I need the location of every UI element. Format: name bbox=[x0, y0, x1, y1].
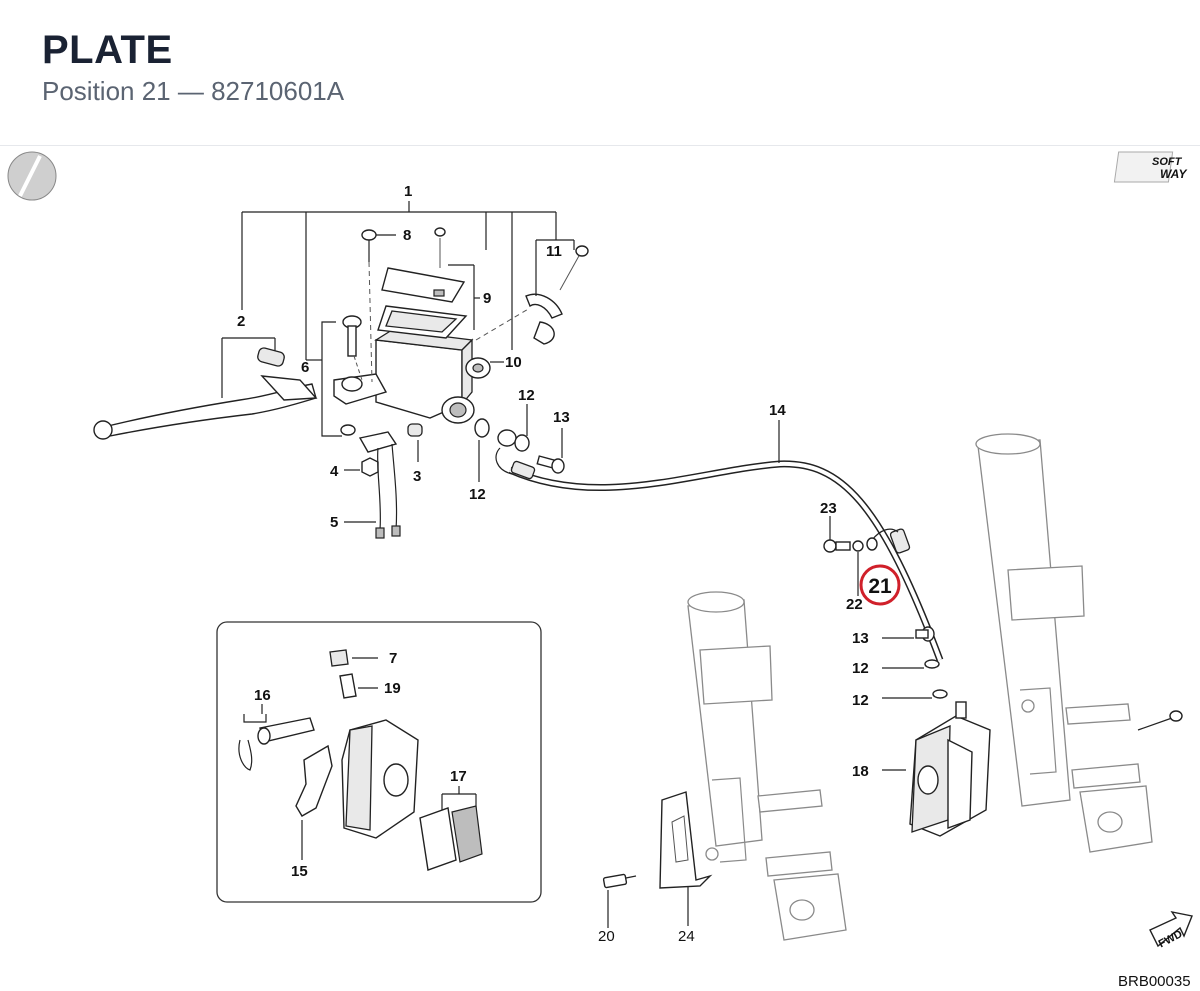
callout-2: 2 bbox=[237, 313, 245, 330]
callout-3: 3 bbox=[413, 468, 421, 485]
inset-caliper-detail bbox=[216, 621, 542, 903]
callout-7: 7 bbox=[389, 650, 397, 667]
callout-12-d: 12 bbox=[852, 692, 869, 709]
callout-17: 17 bbox=[450, 768, 467, 785]
caliper-bracket bbox=[602, 791, 713, 928]
brake-caliper bbox=[882, 701, 991, 837]
callout-11: 11 bbox=[546, 243, 562, 260]
reference-code: BRB00035 bbox=[1118, 973, 1191, 990]
fork-bolt bbox=[1137, 710, 1183, 731]
parts-diagram: SOFT WAY bbox=[7, 151, 1193, 990]
callout-10: 10 bbox=[505, 354, 522, 371]
callout-12-c: 12 bbox=[852, 660, 869, 677]
callout-20: 20 bbox=[598, 928, 615, 945]
header-divider bbox=[0, 145, 1200, 146]
softway-logo: SOFT WAY bbox=[1113, 151, 1187, 183]
callout-labels: 1 2 3 4 5 6 7 8 9 10 11 12 12 12 12 13 1… bbox=[237, 183, 869, 945]
callout-13-a: 13 bbox=[553, 409, 570, 426]
callout-14: 14 bbox=[769, 402, 786, 419]
callout-6: 6 bbox=[301, 359, 309, 376]
highlight-label: 21 bbox=[868, 575, 892, 598]
fork-right bbox=[975, 433, 1153, 853]
callout-23: 23 bbox=[820, 500, 837, 517]
callout-19: 19 bbox=[384, 680, 401, 697]
fork-left bbox=[687, 591, 847, 941]
page-title: PLATE bbox=[42, 28, 173, 72]
caliper-fittings bbox=[823, 516, 948, 699]
logo-text-way: WAY bbox=[1160, 167, 1187, 181]
callout-4: 4 bbox=[330, 463, 339, 480]
master-cylinder-assembly bbox=[93, 201, 589, 539]
callout-13-b: 13 bbox=[852, 630, 869, 647]
callout-9: 9 bbox=[483, 290, 491, 307]
header: PLATE Position 21 — 82710601A bbox=[0, 0, 1200, 145]
callout-22: 22 bbox=[846, 596, 863, 613]
highlight-position-21[interactable]: 21 bbox=[859, 564, 901, 606]
callout-24: 24 bbox=[678, 928, 695, 945]
logo-text-soft: SOFT bbox=[1152, 156, 1183, 168]
brake-hose bbox=[495, 420, 944, 662]
fwd-arrow-icon: FWD bbox=[1149, 910, 1193, 950]
callout-1: 1 bbox=[404, 183, 412, 200]
callout-15: 15 bbox=[291, 863, 308, 880]
callout-12-a: 12 bbox=[518, 387, 535, 404]
disc-logo-icon bbox=[7, 151, 57, 201]
callout-18: 18 bbox=[852, 763, 869, 780]
callout-5: 5 bbox=[330, 514, 338, 531]
page-subtitle: Position 21 — 82710601A bbox=[42, 76, 345, 106]
callout-8: 8 bbox=[403, 227, 411, 244]
callout-16: 16 bbox=[254, 687, 271, 704]
callout-12-b: 12 bbox=[469, 486, 486, 503]
